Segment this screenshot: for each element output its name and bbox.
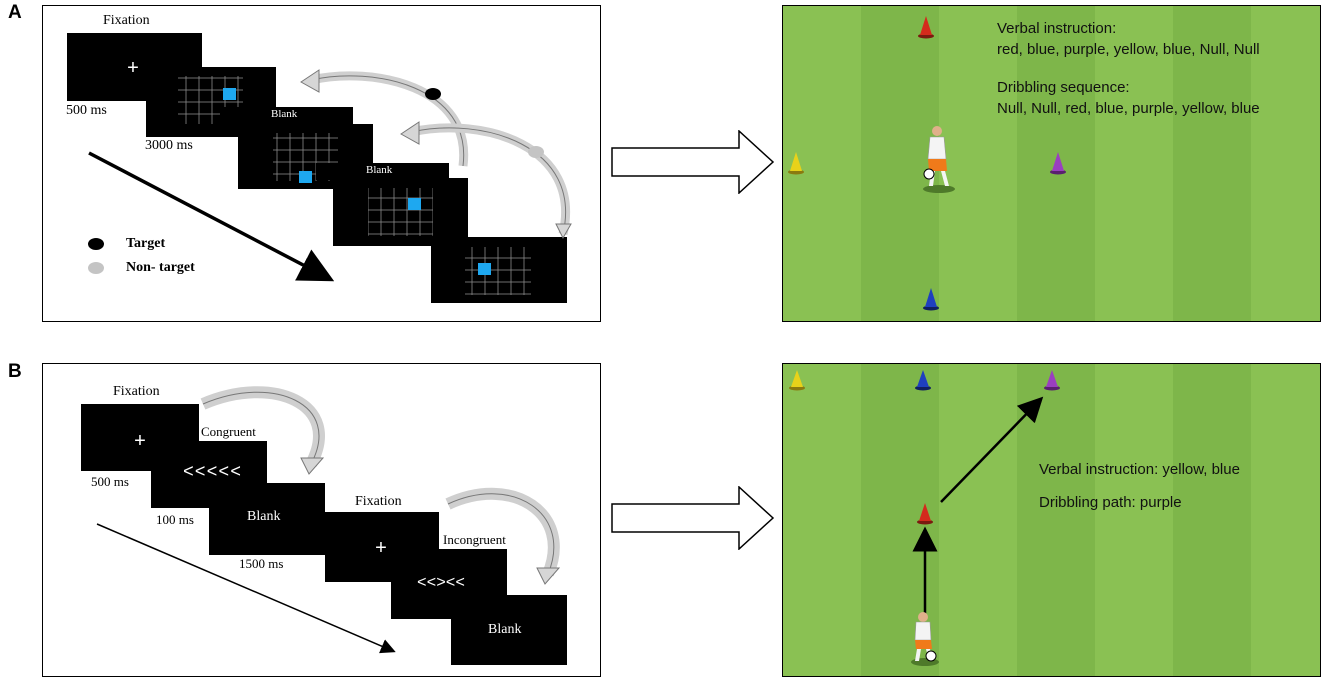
cone-purple-icon <box>1044 370 1060 391</box>
panel-a-task-diagram: + <box>67 33 572 303</box>
player-icon <box>911 612 939 666</box>
congruent-label: Congruent <box>201 424 256 439</box>
fixation-cross: + <box>127 57 139 79</box>
legend-nontarget-dot <box>88 262 104 274</box>
cone-yellow-icon <box>788 152 804 175</box>
blank-screen-2 <box>451 595 567 665</box>
legend-target-label: Target <box>126 236 166 251</box>
cone-purple-icon <box>1050 152 1066 175</box>
fixation-label: Fixation <box>103 13 150 28</box>
highlight-cell-3 <box>408 198 421 210</box>
panel-b-letter: B <box>8 361 22 382</box>
nontarget-dot <box>528 146 544 158</box>
cone-red-icon <box>917 503 933 525</box>
blank-label-2: Blank <box>366 164 393 176</box>
cone-red-icon <box>918 16 934 39</box>
verbal-instruction-sequence: red, blue, purple, yellow, blue, Null, N… <box>997 41 1260 58</box>
cone-yellow-icon <box>789 370 805 391</box>
panel-b-task-frame: + + Fixation Congruent <<<<< 500 ms 100 … <box>42 363 601 677</box>
fixation-label-b1: Fixation <box>113 384 160 399</box>
dribbling-sequence: Null, Null, red, blue, purple, yellow, b… <box>997 100 1260 117</box>
svg-text:+: + <box>375 537 387 559</box>
panel-b-task-diagram: + + <box>81 386 567 665</box>
blank-label-b1: Blank <box>247 509 281 524</box>
stimulus-time: 3000 ms <box>145 138 193 153</box>
legend-target-dot <box>88 238 104 250</box>
player-icon <box>923 126 955 193</box>
big-arrow-a <box>611 130 775 194</box>
blank-label-1: Blank <box>271 108 298 120</box>
time-arrow-b <box>96 523 396 654</box>
panel-a-field: Verbal instruction: red, blue, purple, y… <box>782 5 1321 322</box>
panel-a-field-drawing <box>788 16 1066 311</box>
cone-blue-icon <box>923 288 939 311</box>
congruent-arrows: <<<<< <box>183 463 243 483</box>
svg-text:+: + <box>134 430 146 452</box>
dribbling-sequence-title: Dribbling sequence: <box>997 79 1130 96</box>
blank-screen-1 <box>209 483 325 555</box>
verbal-instruction-title: Verbal instruction: <box>997 20 1117 37</box>
big-arrow-b <box>611 486 775 550</box>
dribbling-path-b: Dribbling path: purple <box>1039 494 1182 511</box>
path-arrow-to-purple <box>940 396 1044 503</box>
highlight-cell-4 <box>478 263 491 275</box>
cone-blue-icon <box>915 370 931 391</box>
highlight-cell-2 <box>299 171 312 183</box>
incongruent-label: Incongruent <box>443 532 506 547</box>
target-dot <box>425 88 441 100</box>
time-100ms: 100 ms <box>156 512 194 527</box>
time-1500ms: 1500 ms <box>239 556 284 571</box>
panel-b-field: Verbal instruction: yellow, blue Dribbli… <box>782 363 1321 677</box>
fixation-time: 500 ms <box>66 103 107 118</box>
blank-label-b2: Blank <box>488 622 522 637</box>
fixation-label-b2: Fixation <box>355 494 402 509</box>
incongruent-arrows: <<><< <box>417 574 466 592</box>
time-arrow <box>88 151 335 282</box>
panel-a-task-frame: + Fixation 500 <box>42 5 601 322</box>
time-500ms: 500 ms <box>91 474 129 489</box>
panel-b-field-drawing <box>789 370 1060 666</box>
highlight-cell-1 <box>223 88 236 100</box>
legend-nontarget-label: Non- target <box>126 260 195 275</box>
panel-a-letter: A <box>8 2 22 23</box>
verbal-instruction-b: Verbal instruction: yellow, blue <box>1039 461 1240 478</box>
